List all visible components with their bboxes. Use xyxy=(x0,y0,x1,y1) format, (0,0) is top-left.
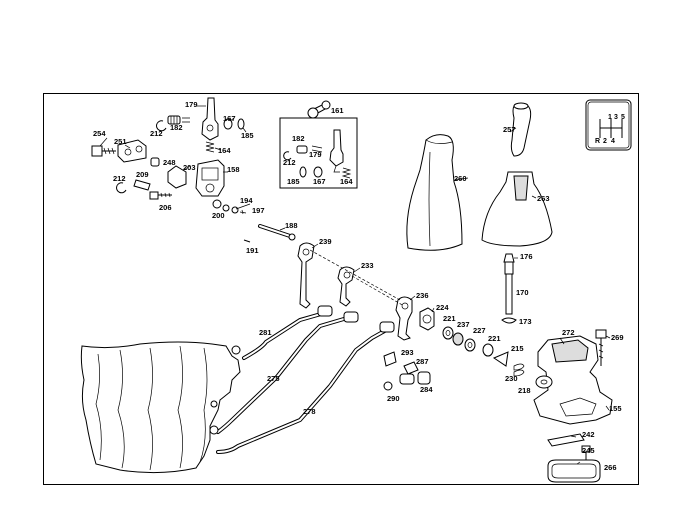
callout-290: 290 xyxy=(387,394,400,403)
shift-levers xyxy=(297,242,413,341)
callout-167b: 167 xyxy=(313,177,326,186)
pattern-top-1: 1 xyxy=(608,114,612,121)
small-fasteners xyxy=(383,351,431,391)
detail-inset xyxy=(279,100,358,189)
callout-269: 269 xyxy=(611,333,624,342)
callout-281: 281 xyxy=(259,328,272,337)
callout-158: 158 xyxy=(227,165,240,174)
callout-251: 251 xyxy=(114,137,127,146)
pattern-bottom-1: R xyxy=(595,138,600,145)
pivot-pin xyxy=(501,253,517,324)
callout-242: 242 xyxy=(582,430,595,439)
callout-212c: 212 xyxy=(283,158,296,167)
callout-245: 245 xyxy=(582,446,595,455)
callout-212b: 212 xyxy=(113,174,126,183)
callout-179b: 179 xyxy=(309,150,322,159)
pattern-top-3: 5 xyxy=(621,114,625,121)
callout-236: 236 xyxy=(416,291,429,300)
bushing-stack xyxy=(419,307,525,377)
callout-200: 200 xyxy=(212,211,225,220)
callout-278: 278 xyxy=(303,407,316,416)
callout-230: 230 xyxy=(505,374,518,383)
callout-203: 203 xyxy=(183,163,196,172)
callout-266: 266 xyxy=(604,463,617,472)
callout-293: 293 xyxy=(401,348,414,357)
callout-227: 227 xyxy=(473,326,486,335)
pattern-bottom-3: 4 xyxy=(611,138,615,145)
callout-248: 248 xyxy=(163,158,176,167)
callout-275: 275 xyxy=(267,374,280,383)
callout-224: 224 xyxy=(436,303,449,312)
callout-164a: 164 xyxy=(218,146,231,155)
callout-176: 176 xyxy=(520,252,533,261)
transmission-case xyxy=(80,341,241,474)
callout-182a: 182 xyxy=(170,123,183,132)
callout-182b: 182 xyxy=(292,134,305,143)
callout-215: 215 xyxy=(511,344,524,353)
callout-188: 188 xyxy=(285,221,298,230)
callout-170: 170 xyxy=(516,288,529,297)
shift-housing xyxy=(533,329,613,483)
callout-164b: 164 xyxy=(340,177,353,186)
diagram-frame xyxy=(43,93,639,485)
callout-167a: 167 xyxy=(223,114,236,123)
callout-206: 206 xyxy=(159,203,172,212)
callout-237: 237 xyxy=(457,320,470,329)
callout-155: 155 xyxy=(609,404,622,413)
callout-labels: 179 167 185 254 212 182 251 164 248 203 … xyxy=(93,100,624,472)
leader-lines xyxy=(99,105,611,465)
callout-221b: 221 xyxy=(488,334,501,343)
shift-pattern-box: 1 3 5 R 2 4 xyxy=(585,99,632,151)
pattern-bottom-2: 2 xyxy=(603,138,607,145)
callout-284: 284 xyxy=(420,385,433,394)
pattern-top-2: 3 xyxy=(614,114,618,121)
callout-209: 209 xyxy=(136,170,149,179)
callout-191: 191 xyxy=(246,246,259,255)
callout-239: 239 xyxy=(319,237,332,246)
callout-218: 218 xyxy=(518,386,531,395)
callout-257: 257 xyxy=(503,125,516,134)
shift-gate-icon xyxy=(599,119,623,138)
callout-212a: 212 xyxy=(150,129,163,138)
callout-260: 260 xyxy=(454,174,467,183)
callout-179a: 179 xyxy=(185,100,198,109)
callout-185a: 185 xyxy=(241,131,254,140)
callout-233: 233 xyxy=(361,261,374,270)
callout-161: 161 xyxy=(331,106,344,115)
callout-272: 272 xyxy=(562,328,575,337)
shift-rods xyxy=(216,305,395,454)
selector-assembly xyxy=(91,97,296,243)
callout-194: 194 xyxy=(240,196,253,205)
callout-197: 197 xyxy=(252,206,265,215)
callout-173: 173 xyxy=(519,317,532,326)
shift-knob-and-boots xyxy=(406,102,553,251)
callout-221a: 221 xyxy=(443,314,456,323)
callout-287: 287 xyxy=(416,357,429,366)
callout-263: 263 xyxy=(537,194,550,203)
callout-185b: 185 xyxy=(287,177,300,186)
callout-254: 254 xyxy=(93,129,106,138)
